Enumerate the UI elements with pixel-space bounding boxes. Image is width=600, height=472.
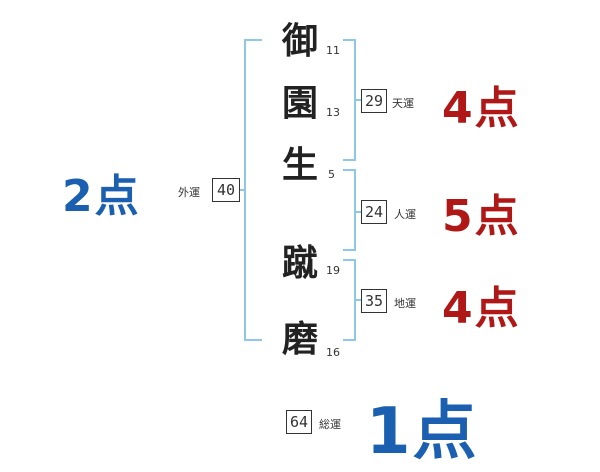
person-fortune-value: 24 bbox=[361, 200, 387, 224]
outer-fortune-label: 外運 bbox=[178, 186, 200, 199]
earth-fortune-value: 35 bbox=[361, 289, 387, 313]
name-char-5: 磨 bbox=[281, 319, 318, 360]
heaven-fortune-score: 4点 bbox=[442, 83, 521, 134]
name-char-4: 蹴 bbox=[281, 243, 318, 284]
outer-bracket bbox=[244, 39, 262, 341]
name-char-1: 御 bbox=[281, 21, 318, 62]
total-fortune-value: 64 bbox=[286, 410, 312, 434]
heaven-fortune-label: 天運 bbox=[392, 97, 414, 110]
outer-fortune-value: 40 bbox=[212, 178, 240, 202]
earth-fortune-label: 地運 bbox=[394, 297, 416, 310]
stroke-count-5: 16 bbox=[326, 346, 340, 359]
name-char-3: 生 bbox=[281, 145, 318, 186]
stroke-count-3: 5 bbox=[328, 168, 335, 181]
heaven-bracket bbox=[343, 39, 356, 161]
earth-fortune-score: 4点 bbox=[442, 283, 521, 334]
stroke-count-1: 11 bbox=[326, 44, 340, 57]
total-fortune-label: 総運 bbox=[319, 418, 341, 431]
person-fortune-label: 人運 bbox=[394, 208, 416, 221]
person-bracket bbox=[343, 169, 356, 251]
person-fortune-score: 5点 bbox=[442, 191, 521, 242]
heaven-fortune-value: 29 bbox=[361, 89, 387, 113]
earth-bracket bbox=[343, 259, 356, 341]
stroke-count-4: 19 bbox=[326, 264, 340, 277]
outer-fortune-score: 2点 bbox=[62, 171, 141, 222]
total-fortune-score: 1点 bbox=[366, 395, 479, 469]
stroke-count-2: 13 bbox=[326, 106, 340, 119]
name-char-2: 園 bbox=[281, 83, 318, 124]
